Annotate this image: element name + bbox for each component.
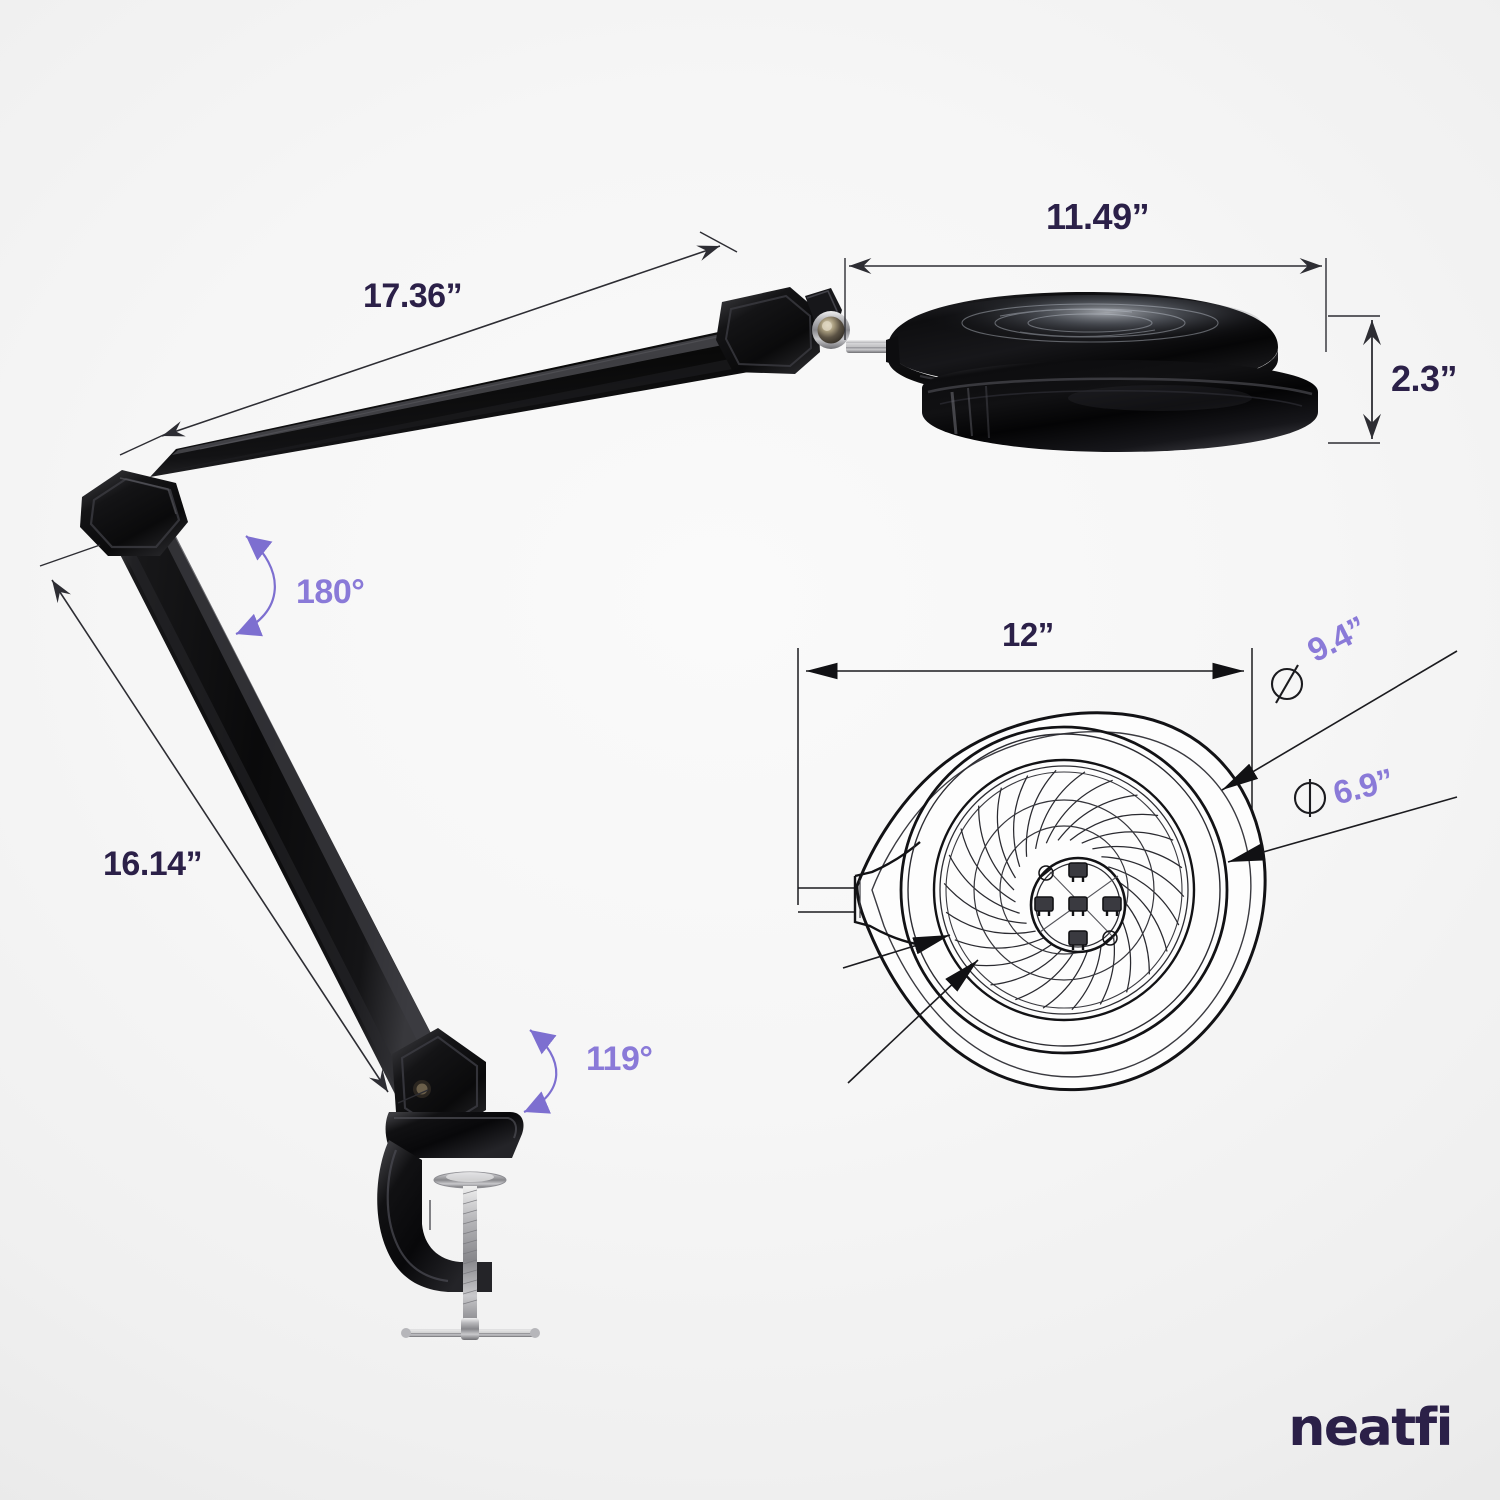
angle-base-119 [523,1029,558,1114]
desk-c-clamp [377,1112,540,1340]
angle-label-elbow: 180° [296,573,365,611]
lens-top-view-technical-drawing [797,648,1458,1092]
dimension-label-lower-arm: 16.14” [103,845,203,883]
dimension-label-upper-arm: 17.36” [363,277,463,315]
leader-lens-inner [1227,796,1458,863]
elbow-joint-housing [80,470,188,556]
angle-label-base: 119° [586,1040,653,1078]
hub-components [1034,862,1122,950]
leader-lens-outer [1221,650,1458,791]
dimension-lower-arm [39,544,429,1104]
head-pivot-joint [716,287,892,374]
diameter-symbol-outer [1270,664,1304,704]
lamp-head-base-disc [922,360,1318,452]
clamp-thumb-screw [401,1318,540,1340]
dimension-label-top-view-width: 12” [1002,616,1054,653]
brand-logo: neatfi [1288,1398,1453,1458]
dimension-label-head-width: 11.49” [1046,196,1150,237]
dimension-upper-arm [119,231,738,456]
dimension-head-width [844,258,1327,352]
leader-shade-edge [842,934,951,969]
dimension-label-head-height: 2.3” [1391,358,1458,399]
angle-elbow-180 [235,535,276,637]
fresnel-lens-pattern [943,769,1185,1011]
dimension-head-height [1328,315,1381,444]
diameter-symbol-inner [1293,779,1327,817]
leader-housing-edge [847,959,979,1084]
